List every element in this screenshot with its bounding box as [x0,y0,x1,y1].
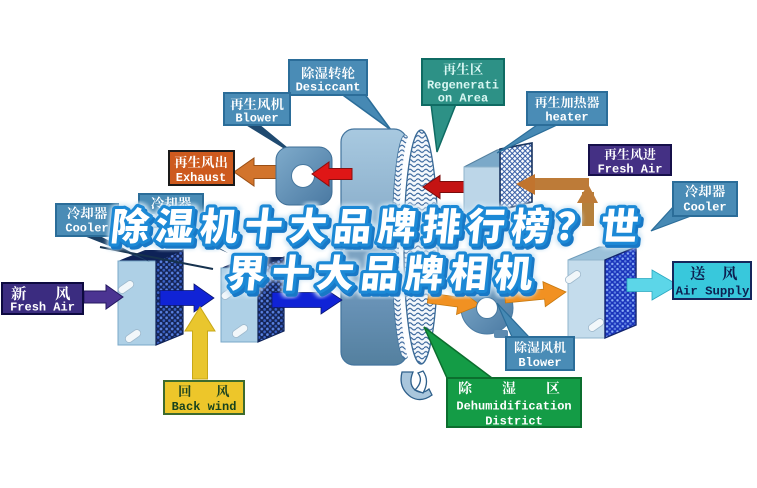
svg-text:Cooler: Cooler [683,201,726,215]
svg-text:Fresh Air: Fresh Air [10,301,75,315]
svg-text:on Area: on Area [438,92,488,106]
svg-text:Regenerati: Regenerati [427,79,499,93]
svg-text:Blower: Blower [518,356,561,370]
svg-text:Exhaust: Exhaust [176,171,226,185]
svg-text:Fresh Air: Fresh Air [598,163,663,177]
svg-text:Cooler: Cooler [65,222,108,236]
svg-text:Back wind: Back wind [172,400,237,414]
svg-text:Dehumidification: Dehumidification [456,400,571,414]
svg-text:Air Supply: Air Supply [676,285,750,299]
svg-text:Blower: Blower [235,112,278,126]
svg-text:Desiccant: Desiccant [296,81,361,95]
svg-text:District: District [485,415,543,429]
svg-text:heater: heater [545,111,588,125]
